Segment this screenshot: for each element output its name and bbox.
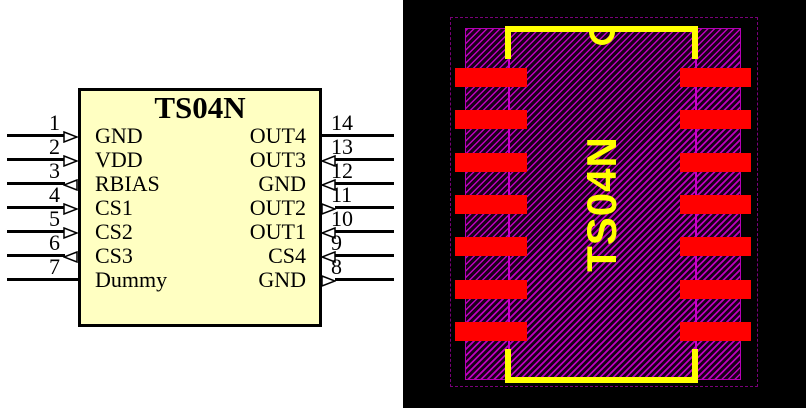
symbol-body [78,88,322,327]
pin-number: 12 [331,158,353,183]
pad-left [455,280,527,299]
pin-number: 5 [49,206,60,231]
pad-right [680,237,751,256]
silkscreen-top-left-stub [505,26,511,59]
pin-arrow-icon [61,250,78,264]
silkscreen-bottom-right-stub [692,349,698,383]
pin-label: CS4 [268,243,306,268]
pin-arrow-icon [63,226,80,240]
pin-wire [322,134,394,137]
pin-wire [335,158,394,161]
silkscreen-bottom-line [505,377,698,383]
pin-number: 6 [49,230,60,255]
pin-wire [335,182,394,185]
pin-number: 2 [49,134,60,159]
pin-label: GND [258,171,306,196]
pin-number: 14 [331,110,353,135]
pin-wire [7,158,65,161]
pad-right [680,68,751,87]
pin-arrow-icon [319,250,336,264]
pin-arrow-icon [63,202,80,216]
pad-right [680,322,751,341]
pin-label: Dummy [95,267,168,292]
pad-right [680,195,751,214]
pin-arrow-icon [321,274,338,288]
pin-wire [335,230,394,233]
pin-wire [7,254,65,257]
pin-arrow-icon [63,154,80,168]
pin-label: OUT1 [249,219,306,244]
pin1-notch-icon [589,31,615,45]
pin-number: 13 [331,134,353,159]
pin-label: VDD [95,147,143,172]
pin-number: 8 [331,254,342,279]
symbol-title: TS04N [154,90,246,125]
courtyard-outline [450,17,758,387]
pin-arrow-icon [321,202,338,216]
pin-arrow-icon [61,178,78,192]
pin-arrow-icon [63,130,80,144]
pad-left [455,237,527,256]
pin-wire [335,278,394,281]
pin-number: 11 [331,182,353,207]
pad-left [455,195,527,214]
pin-label: CS2 [95,219,133,244]
silkscreen-top-right-stub [692,26,698,59]
pad-left [455,110,527,129]
pin-label: GND [258,267,306,292]
pin-number: 4 [49,182,60,207]
pin-label: CS3 [95,243,133,268]
pin-wire [7,134,65,137]
pin-number: 7 [49,254,60,279]
pin-wire [7,278,78,281]
pad-left [455,68,527,87]
pin-label: RBIAS [95,171,160,196]
pad-left [455,322,527,341]
pin-arrow-icon [319,226,336,240]
pin-arrow-icon [319,178,336,192]
footprint-panel: TS04N [403,0,806,408]
pin-label: OUT2 [249,195,306,220]
pad-right [680,153,751,172]
pin-wire [7,182,65,185]
pad-left [455,153,527,172]
pin-label: OUT4 [249,123,306,148]
pin-wire [335,206,394,209]
pin-wire [335,254,394,257]
pin-wire [7,206,65,209]
pin-label: OUT3 [249,147,306,172]
pad-right [680,280,751,299]
pad-right [680,110,751,129]
silkscreen-bottom-left-stub [505,349,511,383]
pin-number: 3 [49,158,60,183]
footprint-label: TS04N [578,136,625,272]
pin-number: 9 [331,230,342,255]
pin-number: 10 [331,206,353,231]
pin-arrow-icon [319,154,336,168]
pin-number: 1 [49,110,60,135]
silkscreen-top-line [505,26,698,32]
pin-label: CS1 [95,195,133,220]
pin-wire [7,230,65,233]
pin-label: GND [95,123,143,148]
